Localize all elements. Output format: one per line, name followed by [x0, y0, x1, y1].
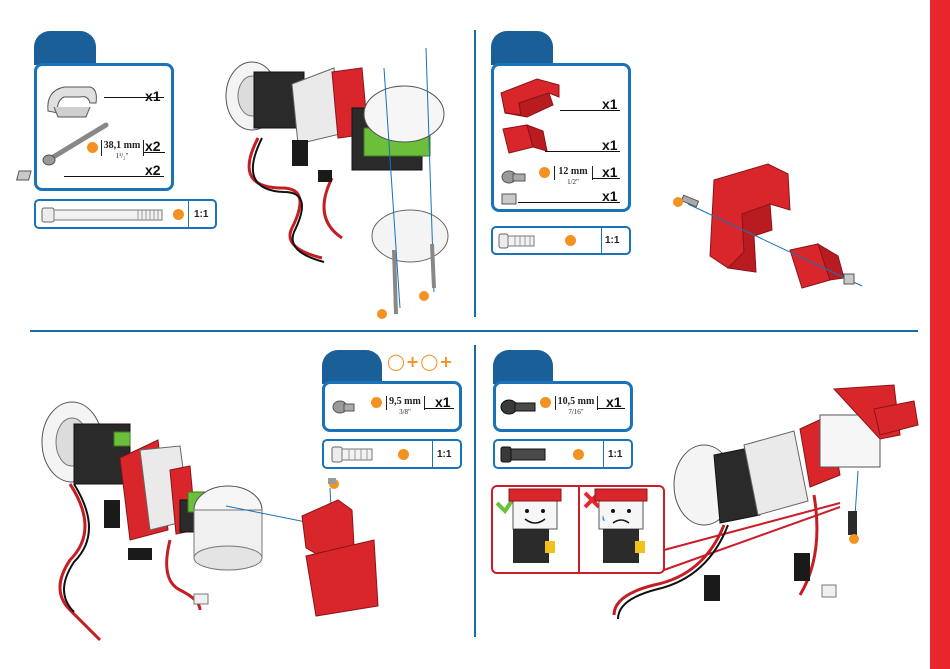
qty-bracket-small: x1	[602, 137, 618, 153]
step-tab-2	[491, 31, 553, 65]
scale-label: 1:1	[605, 235, 619, 246]
step-tab-4	[493, 350, 553, 384]
bolt-actual-size-icon	[34, 199, 217, 229]
step1-assembly-illustration	[222, 38, 472, 328]
divider-bottom	[474, 345, 476, 637]
screw-length-inch: 1/2"	[554, 177, 592, 187]
bolt-length-inch: 1¹/₂"	[101, 151, 143, 161]
step-tab-3	[322, 350, 382, 384]
divider-horizontal	[30, 330, 918, 332]
part-number-badge	[573, 449, 584, 460]
qty-screw: x1	[602, 164, 618, 180]
divider-top	[474, 30, 476, 317]
screw-length-mm: 10,5 mm	[558, 396, 595, 407]
scale-label: 1:1	[194, 209, 208, 220]
part-number-badge	[539, 167, 550, 178]
scale-box-1: 1:1	[34, 199, 217, 229]
bolt-length-mm: 38,1 mm	[104, 140, 141, 151]
step3-assembly-illustration	[30, 380, 430, 650]
measure-tick	[143, 140, 144, 156]
scale-box-2: 1:1	[491, 226, 631, 255]
step2-assembly-illustration	[668, 160, 878, 320]
page-edge-bar	[930, 0, 950, 669]
screw-length: 10,5 mm 7/16"	[555, 397, 597, 417]
qty-bracket-large: x1	[602, 96, 618, 112]
qty-screw: x1	[435, 394, 451, 410]
part-number-badge	[173, 209, 184, 220]
qty-clamp: x1	[145, 88, 161, 104]
scale-divider	[601, 228, 602, 253]
scale-divider	[188, 201, 189, 227]
part-number-badge	[87, 142, 98, 153]
connection-count-hint: ◯+◯+	[387, 352, 454, 371]
step-tab-1	[34, 31, 96, 65]
scale-divider	[432, 441, 433, 467]
bolt-length: 38,1 mm 1¹/₂"	[101, 141, 143, 161]
part-number-badge	[565, 235, 576, 246]
scale-label: 1:1	[437, 449, 451, 460]
qty-nut: x2	[145, 162, 161, 178]
screw-length-inch: 7/16"	[555, 407, 597, 417]
screw-length-mm: 12 mm	[558, 166, 587, 177]
part-number-badge	[540, 397, 551, 408]
step4-assembly-illustration	[604, 375, 904, 645]
qty-bolt: x2	[145, 138, 161, 154]
screw-length: 12 mm 1/2"	[554, 167, 592, 187]
qty-nut: x1	[602, 188, 618, 204]
